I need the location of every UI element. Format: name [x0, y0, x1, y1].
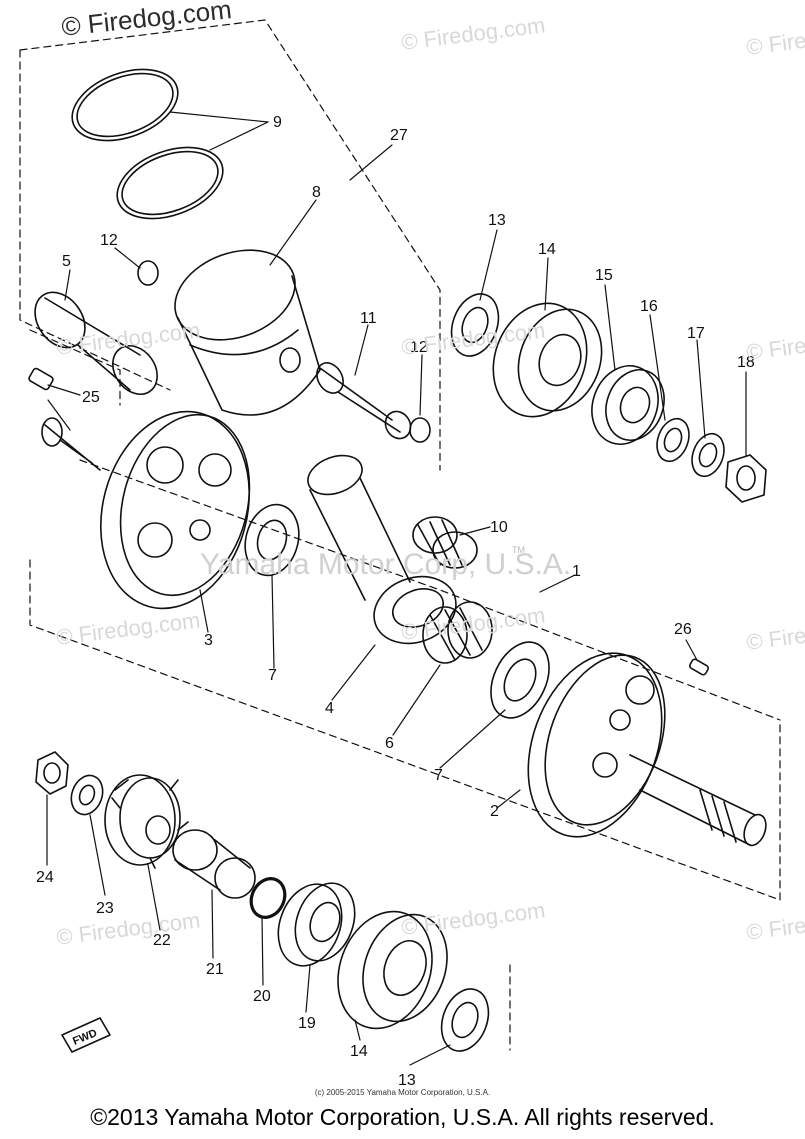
circlip-20 [249, 877, 287, 919]
nut-18 [725, 454, 767, 503]
label-7-upper: 7 [268, 667, 277, 684]
circlip-upper [137, 260, 159, 286]
nut-24 [35, 751, 69, 795]
needle-bearing-large [422, 601, 493, 664]
crank-wheel-right [527, 652, 767, 847]
label-23: 23 [96, 900, 114, 917]
label-10: 10 [490, 519, 508, 536]
label-14-lower: 14 [350, 1043, 368, 1060]
watermark-center: Yamaha Motor Corp, U.S.A. [200, 548, 572, 581]
main-bearing-upper [492, 302, 603, 418]
oil-seal-19 [277, 882, 356, 967]
washer-17 [691, 432, 725, 478]
label-3: 3 [204, 632, 213, 649]
piston-pin [316, 362, 412, 440]
fwd-label: FWD [71, 1027, 99, 1048]
label-12-lower: 12 [410, 339, 428, 356]
woodruff-key [28, 367, 54, 391]
callout-labels: 9 27 8 12 5 13 14 15 16 17 18 11 12 25 1… [36, 114, 755, 1089]
thrust-washer-upper [244, 503, 300, 577]
label-19: 19 [298, 1015, 316, 1032]
label-18: 18 [737, 354, 755, 371]
label-25: 25 [82, 389, 100, 406]
dashed-outline-27 [19, 19, 441, 471]
label-13-upper: 13 [488, 212, 506, 229]
woodruff-key-26 [689, 658, 709, 676]
thrust-washer-lower [490, 641, 550, 719]
label-15: 15 [595, 267, 613, 284]
label-26: 26 [674, 621, 692, 638]
label-6: 6 [385, 735, 394, 752]
washer-13-upper [450, 293, 500, 357]
label-14-upper: 14 [538, 241, 556, 258]
label-7-lower: 7 [434, 767, 443, 784]
label-22: 22 [153, 932, 171, 949]
label-27: 27 [390, 127, 408, 144]
dashed-outline-1 [29, 459, 781, 901]
circlip-lower [409, 417, 431, 443]
label-9: 9 [273, 114, 282, 131]
oil-seal-15 [591, 365, 665, 445]
label-16: 16 [640, 298, 658, 315]
label-20: 20 [253, 988, 271, 1005]
pin-5 [34, 291, 158, 395]
label-1: 1 [572, 563, 581, 580]
main-bearing-lower [337, 910, 448, 1030]
label-11: 11 [360, 310, 377, 327]
label-5: 5 [62, 253, 71, 270]
label-21: 21 [206, 961, 224, 978]
needle-bearing-small [412, 516, 478, 569]
piston [174, 249, 321, 416]
piston-rings [71, 68, 224, 220]
washer-23 [70, 774, 104, 816]
spacer-21 [172, 829, 256, 899]
crank-wheel-left [41, 410, 251, 610]
label-24: 24 [36, 869, 54, 886]
copyright-footer: ©2013 Yamaha Motor Corporation, U.S.A. A… [90, 1104, 715, 1130]
primary-drive-gear [104, 774, 189, 869]
leader-lines [46, 111, 747, 1066]
forward-arrow-icon [61, 1017, 111, 1053]
small-copyright: (c) 2005-2015 Yamaha Motor Corporation, … [314, 1088, 491, 1097]
trademark-mark: TM [512, 545, 525, 555]
label-4: 4 [325, 700, 334, 717]
label-17: 17 [687, 325, 705, 342]
label-12-upper: 12 [100, 232, 118, 249]
label-2: 2 [490, 803, 499, 820]
collar-16 [656, 417, 690, 463]
washer-13-lower [440, 988, 490, 1052]
label-8: 8 [312, 184, 321, 201]
label-13-lower: 13 [398, 1072, 416, 1089]
